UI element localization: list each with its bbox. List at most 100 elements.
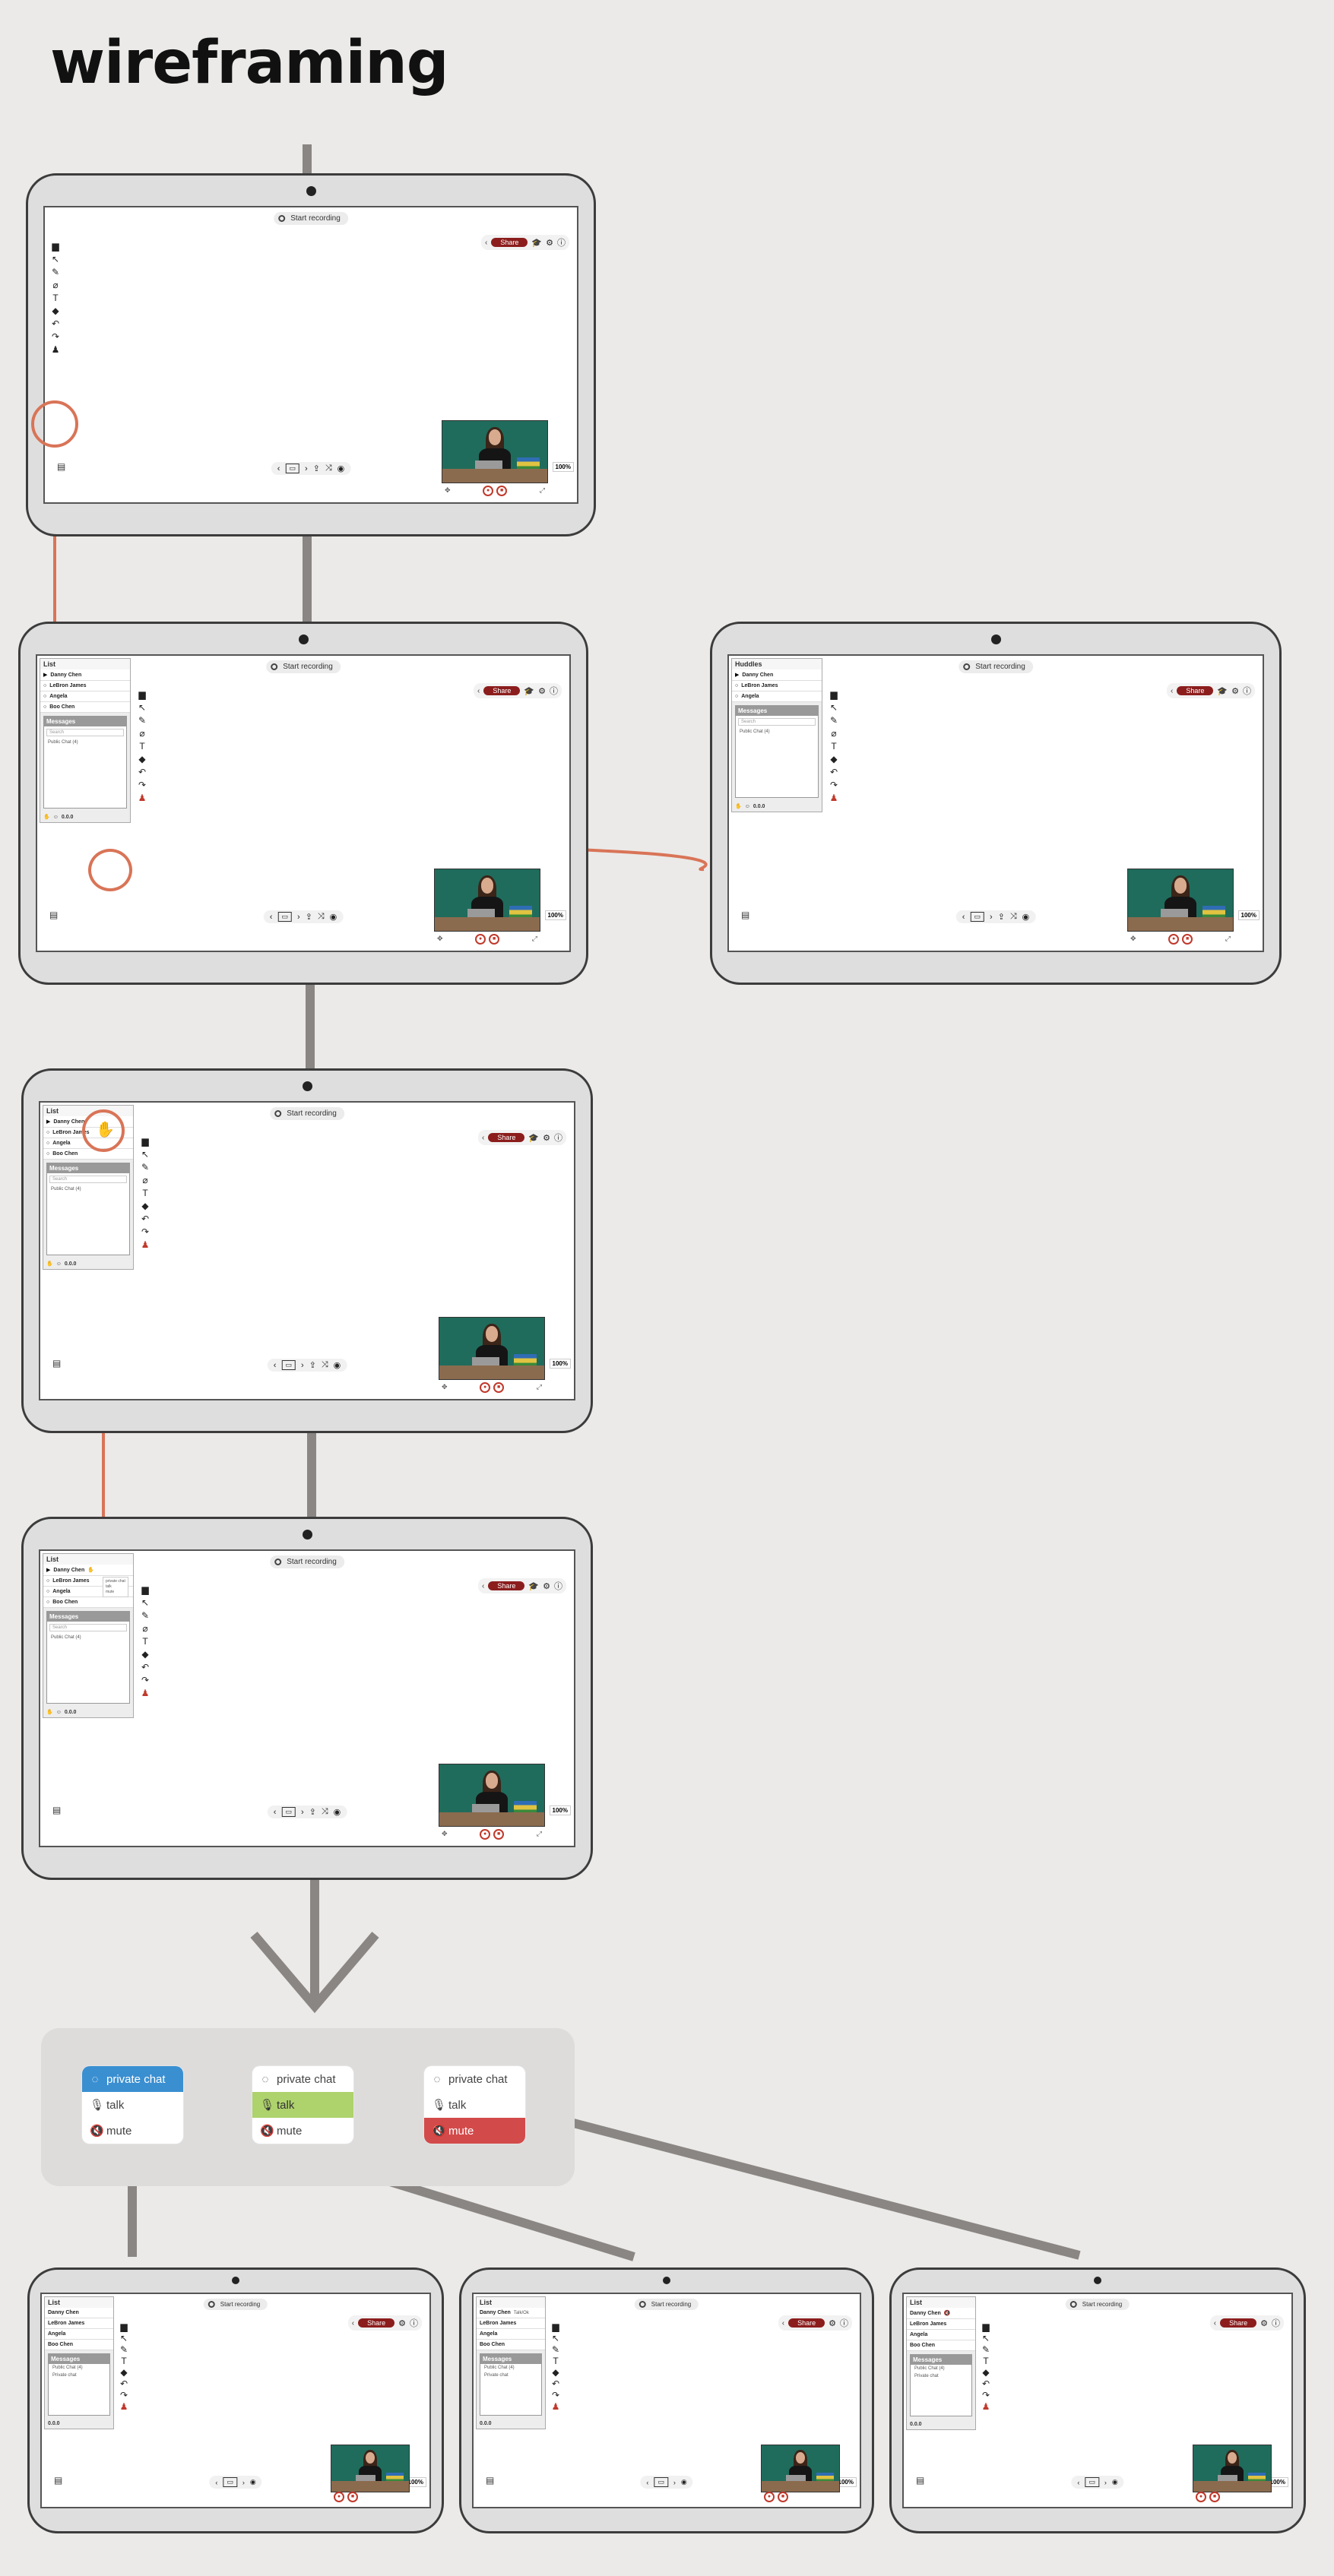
next-slide-icon[interactable]: › <box>296 912 300 922</box>
text-icon[interactable]: T <box>553 2356 559 2366</box>
presentation-icon[interactable]: ▭ <box>281 1360 296 1370</box>
chat-item[interactable]: Public Chat (4) <box>484 2366 515 2370</box>
chat-item[interactable]: Public Chat (4) <box>51 1187 81 1191</box>
presentation-icon[interactable]: ▭ <box>223 2477 237 2487</box>
participants-icon[interactable]: ♟ <box>141 1239 150 1250</box>
presentation-icon[interactable]: ▭ <box>654 2477 668 2487</box>
menu-item-private-chat[interactable]: private chat <box>106 1579 125 1584</box>
private-chat-item[interactable]: Private chat <box>484 2373 509 2378</box>
gear-icon[interactable]: ⚙ <box>543 1581 550 1591</box>
upload-icon[interactable]: ⇪ <box>312 464 320 473</box>
undo-icon[interactable]: ↶ <box>141 1662 150 1673</box>
prev-slide-icon[interactable]: ‹ <box>646 2478 649 2486</box>
folder-icon[interactable]: ▆ <box>982 2321 990 2332</box>
mic-button[interactable]: ● <box>480 1381 491 1393</box>
pointer-icon[interactable]: ↖ <box>141 1597 150 1608</box>
graduation-cap-icon[interactable]: 🎓 <box>524 686 535 696</box>
pen-icon[interactable]: ✎ <box>138 715 147 726</box>
participant-row[interactable]: Angela <box>907 2330 975 2340</box>
gear-icon[interactable]: ⚙ <box>543 1133 550 1143</box>
camera-button[interactable]: ■ <box>347 2492 358 2503</box>
camera-button[interactable]: ■ <box>489 933 500 945</box>
share-button[interactable]: Share <box>1177 686 1214 695</box>
folder-icon[interactable]: ▤ <box>49 910 59 920</box>
pen-icon[interactable]: ✎ <box>141 1610 150 1621</box>
redo-icon[interactable]: ↷ <box>119 2390 128 2400</box>
folder-icon[interactable]: ▆ <box>552 2321 559 2332</box>
redo-icon[interactable]: ↷ <box>141 1675 150 1685</box>
info-icon[interactable]: ⓘ <box>554 1134 562 1143</box>
text-icon[interactable]: T <box>121 2356 127 2366</box>
search-input[interactable]: Search <box>46 729 124 736</box>
gear-icon[interactable]: ⚙ <box>829 2318 836 2328</box>
presentation-icon[interactable]: ▭ <box>285 464 299 473</box>
fill-icon[interactable]: ◆ <box>141 1649 149 1660</box>
folder-icon[interactable]: ▆ <box>141 1136 149 1147</box>
info-icon[interactable]: ⓘ <box>554 1582 562 1591</box>
prev-slide-icon[interactable]: ‹ <box>273 1807 277 1817</box>
gear-icon[interactable]: ⚙ <box>1260 2318 1268 2328</box>
eye-icon[interactable]: ◉ <box>333 1808 341 1817</box>
chat-item[interactable]: Public Chat (4) <box>48 740 78 745</box>
undo-icon[interactable]: ↶ <box>51 318 60 329</box>
expand-icon[interactable]: ⤢ <box>1225 935 1231 943</box>
camera-button[interactable]: ■ <box>493 1381 505 1393</box>
start-recording-button[interactable]: Start recording <box>266 660 341 673</box>
huddle-row[interactable]: ○Angela <box>732 691 822 702</box>
mic-button[interactable]: ● <box>764 2492 775 2503</box>
eye-icon[interactable]: ◉ <box>329 913 337 922</box>
undo-icon[interactable]: ↶ <box>551 2378 560 2389</box>
pointer-icon[interactable]: ↖ <box>141 1149 150 1160</box>
redo-icon[interactable]: ↷ <box>551 2390 560 2400</box>
participant-row[interactable]: Danny Chen <box>45 2308 113 2318</box>
graduation-cap-icon[interactable]: 🎓 <box>528 1133 540 1143</box>
redo-icon[interactable]: ↷ <box>829 780 838 790</box>
upload-icon[interactable]: ⇪ <box>305 913 312 922</box>
pointer-icon[interactable]: ↖ <box>551 2333 560 2343</box>
pen-icon[interactable]: ✎ <box>119 2344 128 2355</box>
whiteboard-canvas[interactable]: Start recording ‹Share ⚙ⓘ List Danny Che… <box>40 2293 431 2508</box>
folder-icon[interactable]: ▆ <box>52 241 59 252</box>
prev-slide-icon[interactable]: ‹ <box>1077 2478 1080 2486</box>
chat-item[interactable]: Public Chat (4) <box>52 2366 83 2370</box>
presentation-icon[interactable]: ▭ <box>970 912 984 922</box>
folder-icon[interactable]: ▤ <box>54 2475 63 2486</box>
camera-button[interactable]: ■ <box>1182 933 1193 945</box>
expand-icon[interactable]: ⤢ <box>531 935 537 943</box>
redo-icon[interactable]: ↷ <box>51 331 60 342</box>
folder-icon[interactable]: ▤ <box>486 2475 495 2486</box>
participant-row[interactable]: ▶Danny Chen✋ <box>43 1565 133 1576</box>
whiteboard-canvas[interactable]: Start recording ‹ Share 🎓 ⚙ ⓘ List ▶Dann… <box>36 654 571 952</box>
prev-slide-icon[interactable]: ‹ <box>273 1360 277 1370</box>
share-button[interactable]: Share <box>483 686 521 695</box>
move-icon[interactable]: ✥ <box>442 1383 448 1391</box>
eraser-icon[interactable]: ⌀ <box>831 728 837 739</box>
next-slide-icon[interactable]: › <box>304 464 308 473</box>
menu-item-talk[interactable]: 🎙talk <box>90 2098 125 2112</box>
fill-icon[interactable]: ◆ <box>982 2367 990 2378</box>
camera-button[interactable]: ■ <box>778 2492 788 2503</box>
chevron-left-icon[interactable]: ‹ <box>485 238 488 247</box>
participant-row[interactable]: Angela <box>45 2329 113 2340</box>
participants-icon[interactable]: ♟ <box>829 793 838 803</box>
participant-row[interactable]: Boo Chen <box>477 2340 545 2350</box>
fill-icon[interactable]: ◆ <box>552 2367 559 2378</box>
participant-row[interactable]: ▶Danny Chen <box>40 669 130 681</box>
raise-hand-icon[interactable]: ✋ <box>96 1122 115 1138</box>
participant-row[interactable]: ○Boo Chen <box>43 1597 133 1608</box>
camera-button[interactable]: ■ <box>493 1828 505 1840</box>
menu-item-mute[interactable]: mute <box>106 1590 115 1594</box>
private-chat-item[interactable]: Private chat <box>52 2373 77 2378</box>
folder-icon[interactable]: ▆ <box>830 689 838 700</box>
info-icon[interactable]: ⓘ <box>1243 687 1251 696</box>
pen-icon[interactable]: ✎ <box>51 267 60 277</box>
eraser-icon[interactable]: ⌀ <box>142 1623 148 1634</box>
mic-button[interactable]: ● <box>480 1828 491 1840</box>
start-recording-button[interactable]: Start recording <box>270 1107 344 1120</box>
next-slide-icon[interactable]: › <box>300 1807 304 1817</box>
start-recording-button[interactable]: Start recording <box>274 212 348 225</box>
zoom-level[interactable]: 100% <box>549 1805 571 1815</box>
participant-row[interactable]: Danny Chen🔇 <box>907 2308 975 2319</box>
pen-icon[interactable]: ✎ <box>551 2344 560 2355</box>
presentation-icon[interactable]: ▭ <box>281 1807 296 1817</box>
